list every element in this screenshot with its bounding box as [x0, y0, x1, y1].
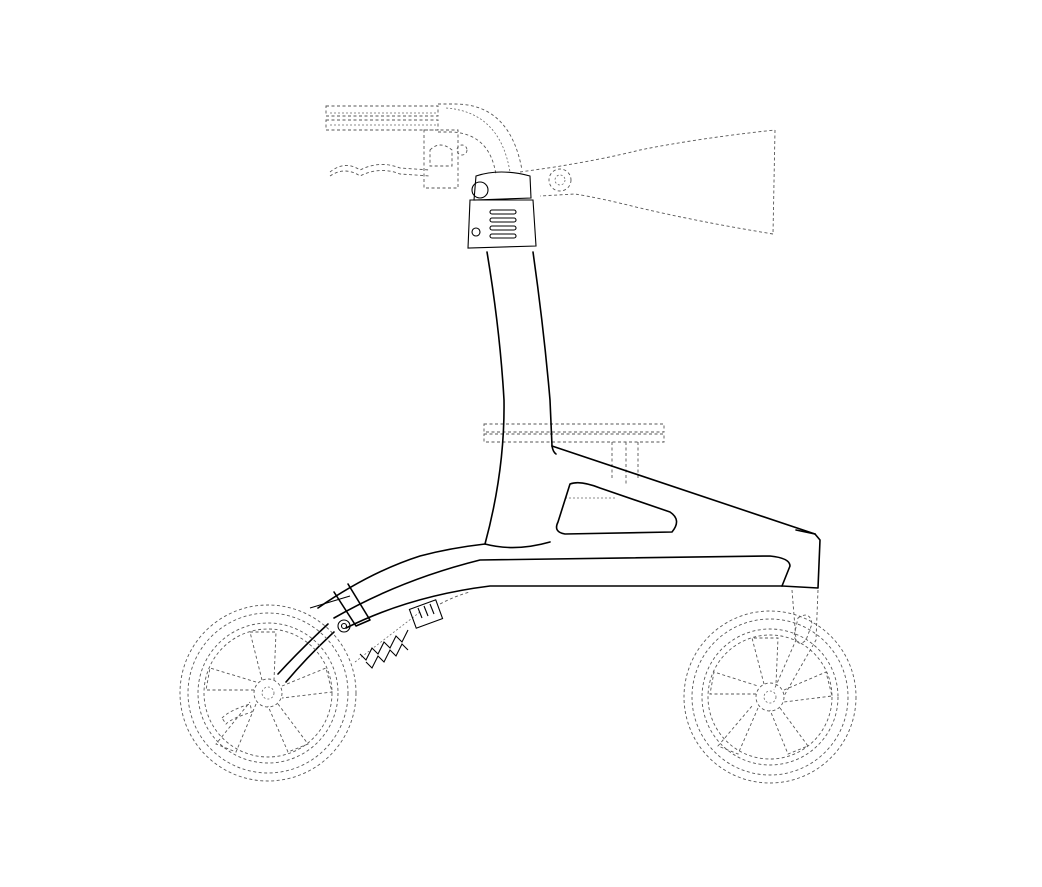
frame: [277, 251, 821, 683]
handle-grip: [325, 103, 523, 176]
brake-lever: [329, 129, 468, 189]
brake-spring: [354, 591, 471, 669]
front-wheel: [683, 610, 857, 784]
backrest: [519, 129, 776, 235]
height-adjuster: [467, 171, 537, 249]
seat: [483, 423, 665, 499]
front-fork: [773, 589, 819, 697]
rear-wheel: [179, 604, 357, 782]
